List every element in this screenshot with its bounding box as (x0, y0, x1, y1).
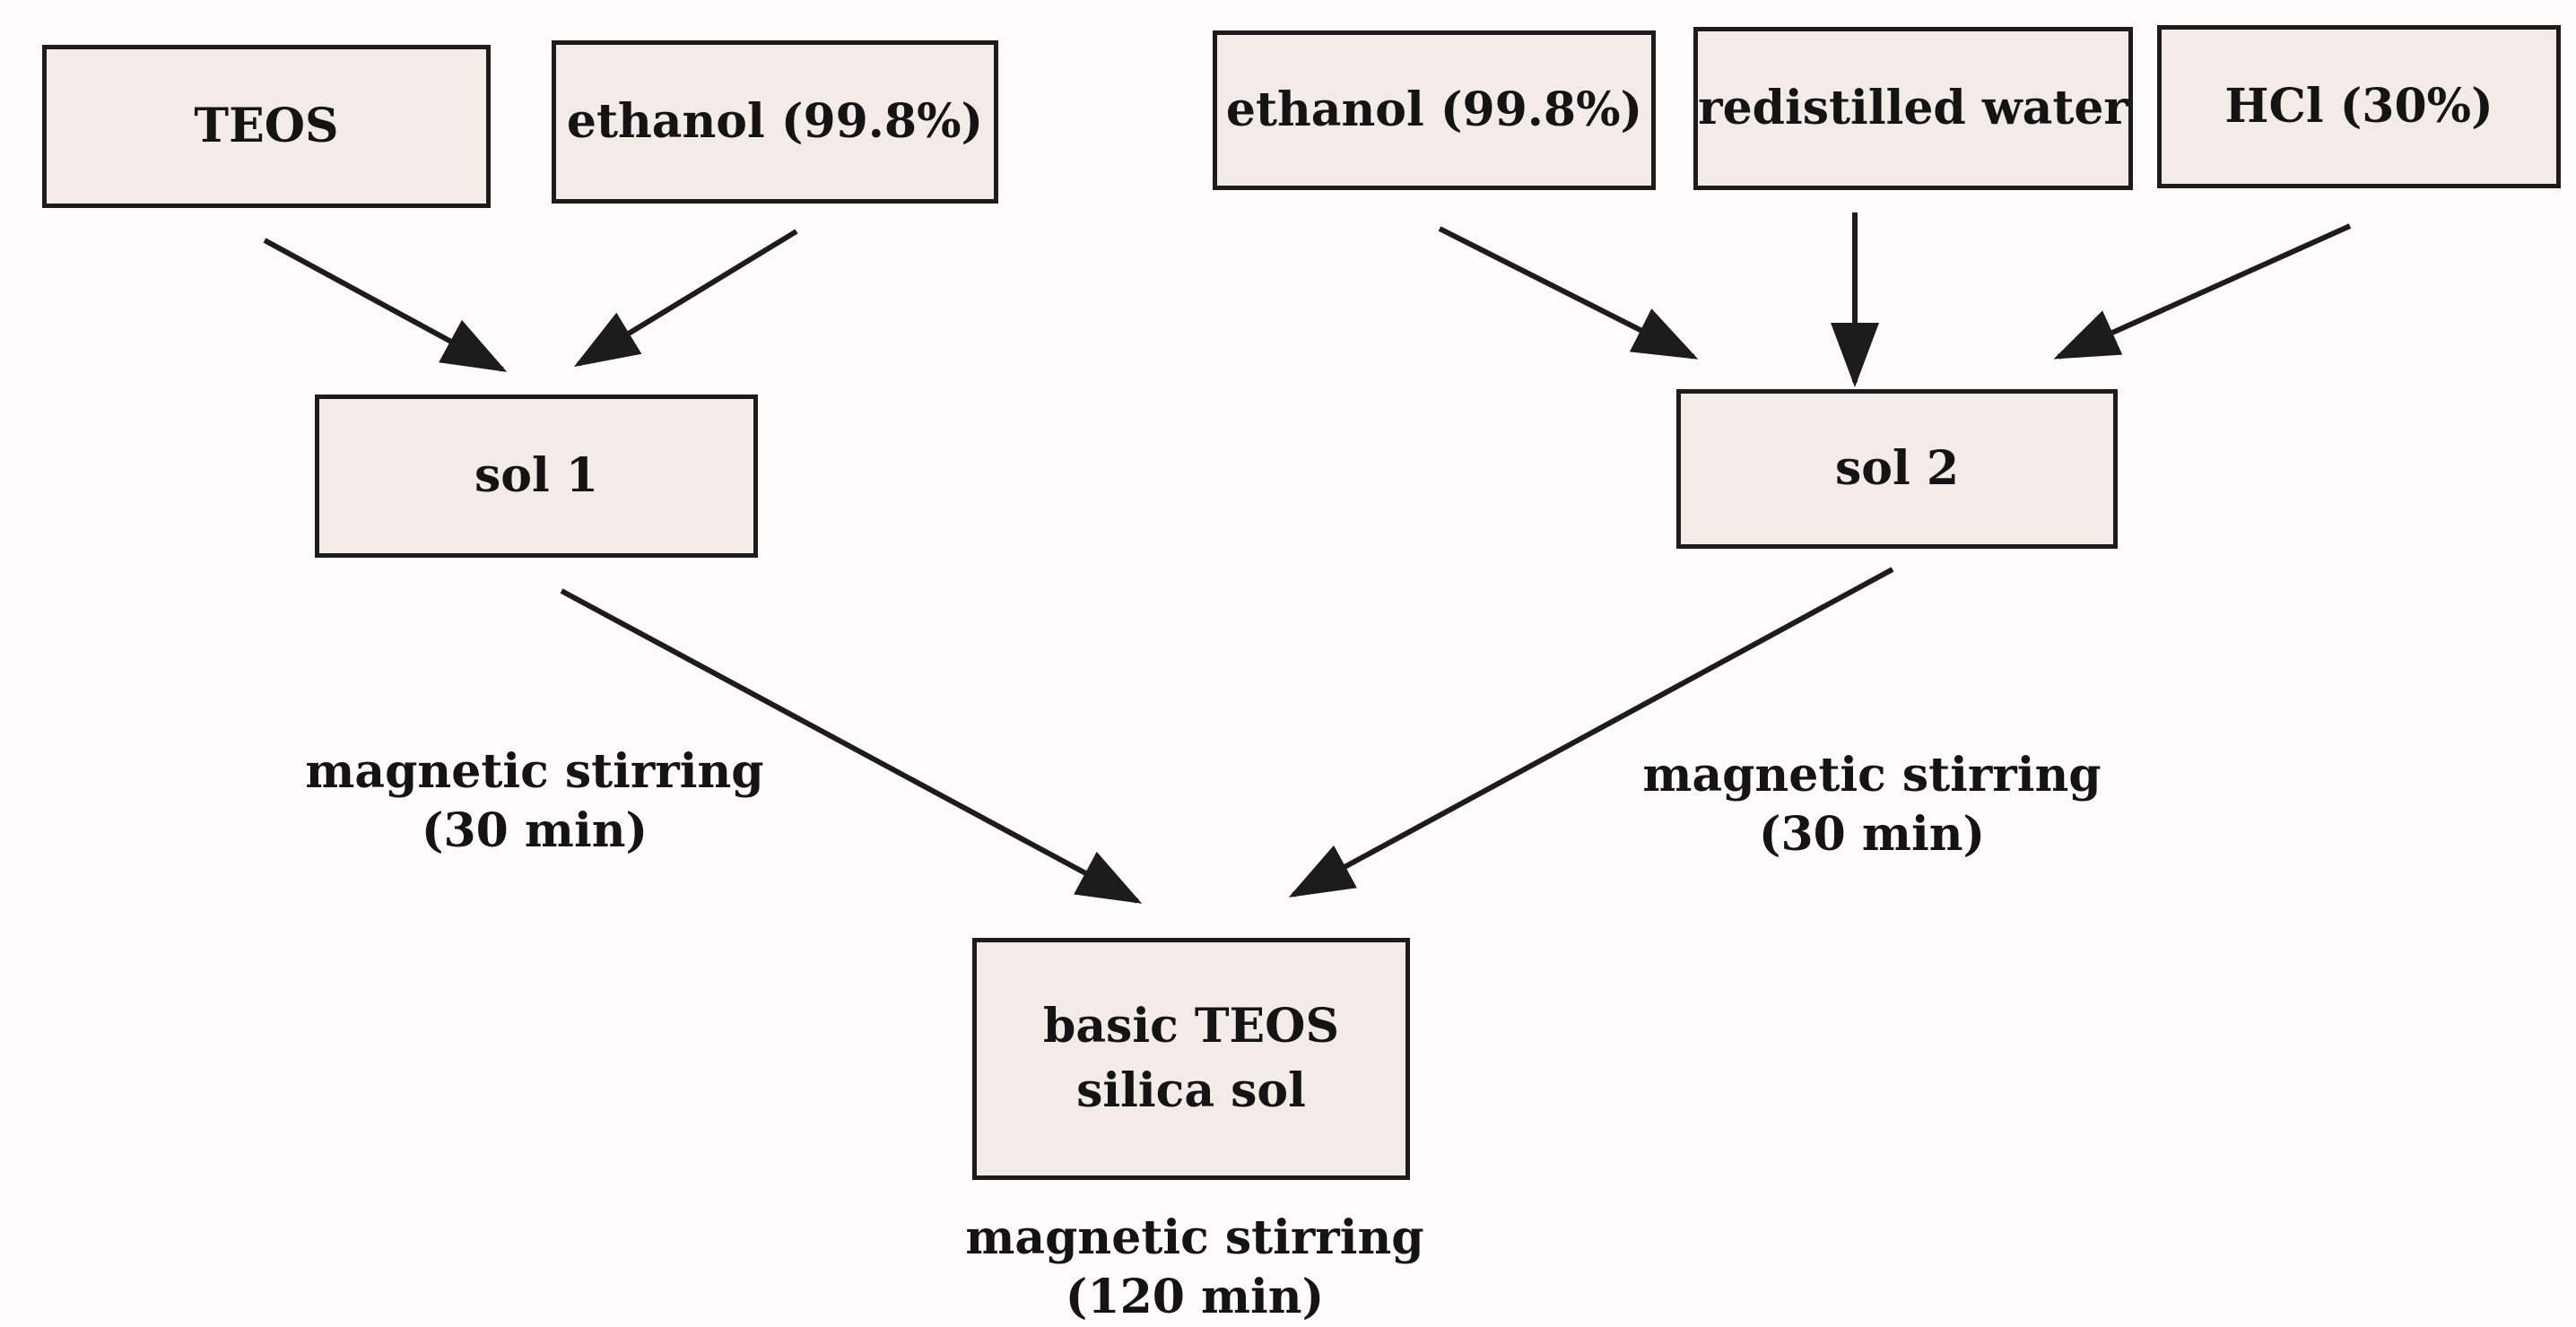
annotation-final-stirring-line2: (120 min) (1065, 1270, 1325, 1324)
node-redistilled-water-label: redistilled water (1698, 81, 2128, 136)
node-basic-teos-silica-sol: basic TEOS silica sol (972, 938, 1410, 1180)
edge-ethanol2-to-sol2 (1438, 226, 1699, 360)
node-final-label-line2: silica sol (1076, 1063, 1306, 1118)
annotation-sol2-stirring-line2: (30 min) (1758, 807, 1986, 862)
node-redistilled-water: redistilled water (1693, 27, 2133, 190)
edge-sol1-to-final (560, 588, 1143, 904)
node-teos: TEOS (42, 45, 491, 208)
annotation-sol1-stirring-line2: (30 min) (421, 803, 648, 858)
node-teos-label: TEOS (194, 99, 339, 154)
edge-sol2-to-final (1288, 567, 1894, 898)
edge-hcl-to-sol2 (2053, 223, 2352, 360)
annotation-sol2-stirring: magnetic stirring (30 min) (1558, 746, 2186, 864)
node-sol-2: sol 2 (1676, 389, 2118, 549)
node-sol-1: sol 1 (315, 395, 758, 558)
annotation-sol1-stirring-line1: magnetic stirring (305, 744, 764, 799)
node-ethanol-2: ethanol (99.8%) (1213, 30, 1656, 190)
node-sol-1-label: sol 1 (474, 448, 598, 504)
node-hcl-label: HCl (30%) (2224, 79, 2493, 134)
edge-teos-to-sol1 (263, 238, 508, 372)
node-final-label-line1: basic TEOS (1042, 999, 1340, 1054)
node-ethanol-2-label: ethanol (99.8%) (1225, 82, 1643, 138)
node-ethanol-1: ethanol (99.8%) (552, 40, 998, 204)
node-ethanol-1-label: ethanol (99.8%) (566, 94, 984, 150)
node-sol-2-label: sol 2 (1835, 441, 1959, 497)
annotation-sol1-stirring: magnetic stirring (30 min) (221, 742, 849, 861)
node-hcl: HCl (30%) (2157, 25, 2561, 188)
annotation-final-stirring-line1: magnetic stirring (965, 1210, 1424, 1265)
annotation-final-stirring: magnetic stirring (120 min) (881, 1209, 1509, 1327)
annotation-sol2-stirring-line1: magnetic stirring (1642, 748, 2102, 802)
edge-ethanol1-to-sol1 (573, 229, 798, 368)
